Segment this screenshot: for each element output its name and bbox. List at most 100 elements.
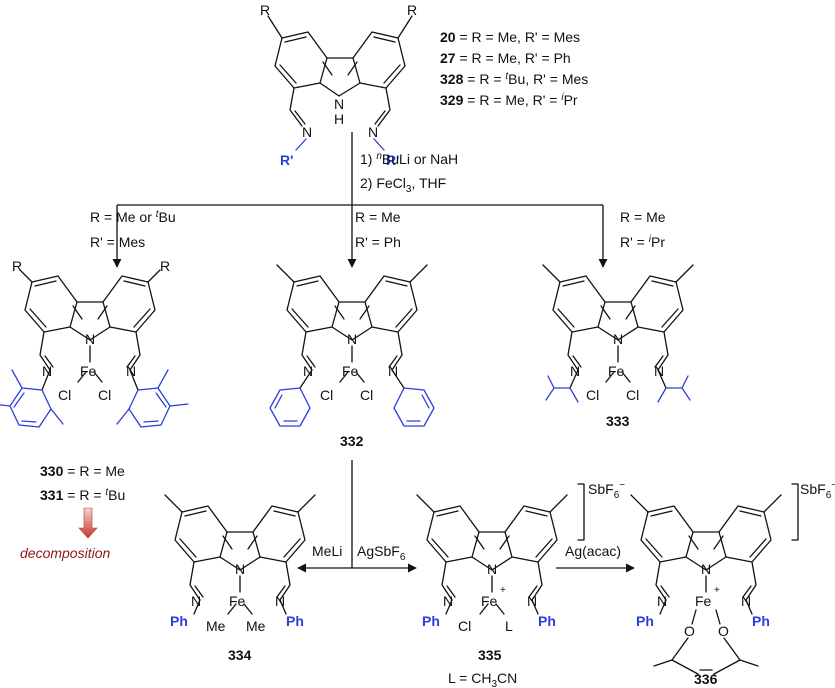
c330-cl-left: Cl xyxy=(58,387,71,403)
c336-counterion-sub: 6 xyxy=(826,490,832,501)
ligand-precursor-structure xyxy=(267,15,413,151)
complex-335-structure xyxy=(416,483,585,615)
c332-imine-n-right: N xyxy=(388,363,398,379)
c335-cl: Cl xyxy=(458,618,471,634)
svg-text:331 = R = tBu: 331 = R = tBu xyxy=(40,487,125,503)
c330-imine-n-right: N xyxy=(126,363,136,379)
ligand-rp-left: R' xyxy=(280,152,293,168)
compound-27-desc: = R = Me, R' = Ph xyxy=(456,50,571,66)
ligand-def-sub: 3 xyxy=(491,679,497,688)
c330-r-right: R xyxy=(160,258,170,274)
ligand-def-a: L = CH xyxy=(448,670,491,686)
compound-329-sup: i xyxy=(561,92,564,103)
svg-text:20 = R = Me, R' = Mes: 20 = R = Me, R' = Mes xyxy=(440,29,580,45)
complex-333-structure xyxy=(542,264,694,403)
step1-b: BuLi or NaH xyxy=(382,151,458,167)
decomposition-arrow xyxy=(78,507,98,539)
ligand-imine-n-left: N xyxy=(302,124,312,140)
compound-333-label: 333 xyxy=(606,413,630,429)
svg-text:2) FeCl3, THF: 2) FeCl3, THF xyxy=(360,175,446,195)
step1-a: 1) xyxy=(360,151,376,167)
c335-ligand: L xyxy=(505,618,513,634)
c330-fe: Fe xyxy=(80,363,97,379)
compound-329-number: 329 xyxy=(440,92,464,108)
svg-text:328 = R = tBu, R' = Mes: 328 = R = tBu, R' = Mes xyxy=(440,71,588,87)
compound-331-desc-b: Bu xyxy=(108,487,125,503)
c333-fe: Fe xyxy=(608,363,625,379)
c334-me-left: Me xyxy=(206,618,226,634)
right-condition-rp-sup: i xyxy=(649,234,652,245)
c336-ph-right: Ph xyxy=(752,613,770,629)
right-condition-r: R = Me xyxy=(620,209,666,225)
compound-20-desc: = R = Me, R' = Mes xyxy=(456,29,580,45)
c333-cl-right: Cl xyxy=(626,387,639,403)
c333-n: N xyxy=(613,331,623,347)
left-condition-r-sup: t xyxy=(156,209,160,220)
complex-334-structure xyxy=(164,494,316,615)
c336-imine-n-left: N xyxy=(657,593,667,609)
left-condition-r-b: Bu xyxy=(159,209,176,225)
svg-text:1) nBuLi or NaH: 1) nBuLi or NaH xyxy=(360,151,458,167)
svg-text:27 = R = Me, R' = Ph: 27 = R = Me, R' = Ph xyxy=(440,50,571,66)
ligand-r-left: R xyxy=(260,2,270,18)
mid-condition-r: R = Me xyxy=(355,209,401,225)
compound-335-label: 335 xyxy=(478,647,502,663)
compound-328-number: 328 xyxy=(440,71,464,87)
complex-336-structure xyxy=(630,483,799,675)
c335-ph-left: Ph xyxy=(422,613,440,629)
c334-n: N xyxy=(235,561,245,577)
c330-imine-n-left: N xyxy=(42,363,52,379)
c336-counterion-a: SbF xyxy=(800,481,826,497)
ligand-imine-n-right: N xyxy=(368,124,378,140)
c330-cl-right: Cl xyxy=(98,387,111,403)
ligand-def-b: CN xyxy=(497,670,517,686)
c335-counterion-a: SbF xyxy=(588,481,614,497)
c332-cl-right: Cl xyxy=(360,387,373,403)
compound-328-desc-a: = R = xyxy=(463,71,505,87)
compound-20-number: 20 xyxy=(440,29,456,45)
c335-fe: Fe xyxy=(481,593,498,609)
compound-331-sup: t xyxy=(105,487,109,498)
svg-text:R = Me or tBu: R = Me or tBu xyxy=(90,209,176,225)
c336-o-right: O xyxy=(718,623,729,639)
c336-counterion-sup: − xyxy=(831,480,835,491)
ligand-nh-h: H xyxy=(334,111,344,127)
compound-329-desc-b: Pr xyxy=(564,92,578,108)
svg-text:330 = R = Me: 330 = R = Me xyxy=(40,463,125,479)
c336-charge: + xyxy=(714,585,720,596)
compound-336-label: 336 xyxy=(694,671,718,687)
decomposition-label: decomposition xyxy=(20,545,110,561)
c334-imine-n-left: N xyxy=(191,593,201,609)
ligand-r-right: R xyxy=(407,2,417,18)
c332-n: N xyxy=(347,331,357,347)
agsbf6-label-a: AgSbF xyxy=(357,543,400,559)
c336-imine-n-right: N xyxy=(741,593,751,609)
left-condition-rp: R' = Mes xyxy=(90,234,145,250)
compound-330-number: 330 xyxy=(40,463,64,479)
compound-331-number: 331 xyxy=(40,487,64,503)
c334-ph-left: Ph xyxy=(170,613,188,629)
svg-text:329 = R = Me, R' = iPr: 329 = R = Me, R' = iPr xyxy=(440,92,578,108)
ligand-nh-n: N xyxy=(334,96,344,112)
meli-label: MeLi xyxy=(312,543,342,559)
complex-332-structure xyxy=(269,264,435,427)
c333-imine-n-right: N xyxy=(654,363,664,379)
c332-cl-left: Cl xyxy=(320,387,333,403)
c332-fe: Fe xyxy=(342,363,359,379)
svg-text:R' = iPr: R' = iPr xyxy=(620,234,665,250)
c335-ph-right: Ph xyxy=(538,613,556,629)
svg-text:SbF6−: SbF6− xyxy=(588,480,625,501)
svg-text:SbF6−: SbF6− xyxy=(800,480,835,501)
c335-imine-n-left: N xyxy=(443,593,453,609)
c335-n: N xyxy=(487,561,497,577)
c332-imine-n-left: N xyxy=(303,363,313,379)
c335-counterion-sup: − xyxy=(619,480,625,491)
compound-329-desc-a: = R = Me, R' = xyxy=(463,92,561,108)
c335-charge: + xyxy=(500,585,506,596)
agacac-label: Ag(acac) xyxy=(565,543,621,559)
compound-list: 20 = R = Me, R' = Mes 27 = R = Me, R' = … xyxy=(440,29,588,108)
compound-328-desc-b: Bu, R' = Mes xyxy=(508,71,588,87)
right-condition-rp-b: Pr xyxy=(651,234,665,250)
c333-imine-n-left: N xyxy=(570,363,580,379)
